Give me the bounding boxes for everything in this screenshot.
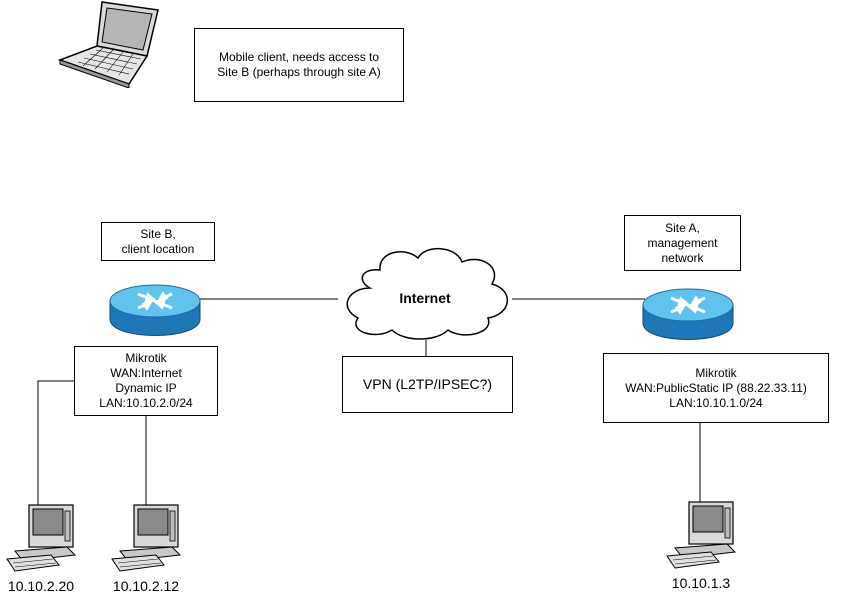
pc-ip-label: 10.10.2.12 — [112, 578, 180, 594]
desktop-computer-icon — [111, 504, 182, 572]
mobile-client-note-text: Mobile client, needs access to Site B (p… — [217, 50, 381, 79]
router-a-icon — [642, 288, 734, 340]
router-b-info-text: Mikrotik WAN:Internet Dynamic IP LAN:10.… — [99, 351, 193, 410]
pc-ip-label: 10.10.2.20 — [7, 578, 75, 594]
desktop-computer-icon — [6, 504, 77, 572]
vpn-box: VPN (L2TP/IPSEC?) — [342, 356, 513, 413]
site-b-note-text: Site B, client location — [121, 226, 195, 256]
router-b-info: Mikrotik WAN:Internet Dynamic IP LAN:10.… — [74, 346, 218, 416]
laptop-icon — [57, 1, 159, 88]
site-a-note: Site A, management network — [624, 215, 741, 271]
router-a-info-text: Mikrotik WAN:PublicStatic IP (88.22.33.1… — [625, 365, 807, 410]
link-router-b-pc-20 — [37, 380, 74, 505]
router-a-info: Mikrotik WAN:PublicStatic IP (88.22.33.1… — [603, 353, 829, 423]
internet-label: Internet — [399, 290, 451, 306]
pc-ip-label: 10.10.1.3 — [671, 575, 731, 591]
vpn-box-text: VPN (L2TP/IPSEC?) — [362, 376, 493, 392]
site-a-note-text: Site A, management network — [647, 220, 718, 265]
desktop-computer-icon — [666, 501, 737, 569]
internet-cloud-icon — [346, 248, 509, 340]
router-b-icon — [109, 284, 201, 336]
mobile-client-note: Mobile client, needs access to Site B (p… — [194, 28, 404, 102]
site-b-note: Site B, client location — [101, 222, 215, 261]
